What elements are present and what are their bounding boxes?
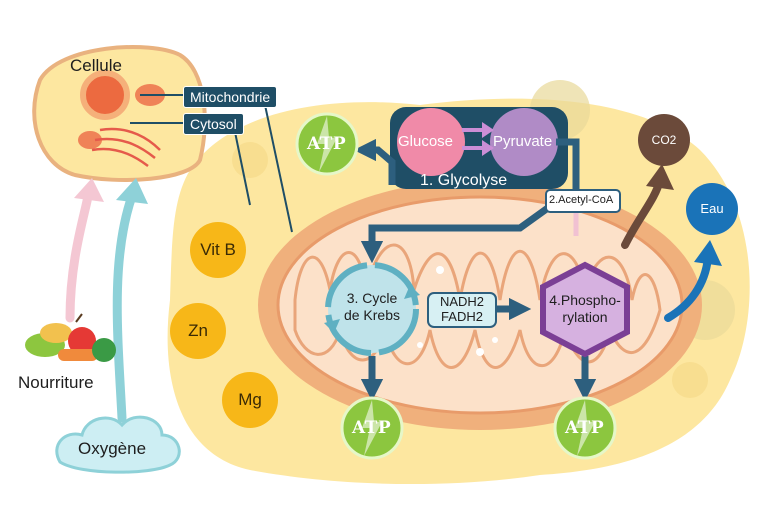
oxygen-arrow — [112, 191, 137, 423]
co2-label: CO2 — [651, 133, 677, 147]
matrix-granule — [417, 342, 423, 348]
cell-title: Cellule — [70, 56, 122, 75]
nucleus — [80, 70, 130, 120]
krebs-label-line2: de Krebs — [343, 307, 401, 323]
krebs-ring-arrowhead — [324, 319, 340, 333]
eau-circle — [686, 183, 738, 235]
cytosol-leader — [234, 131, 251, 206]
atp-badge — [340, 396, 404, 460]
nadh2-label: NADH2 — [439, 294, 485, 309]
mineral-mg: Mg — [222, 372, 278, 428]
phospho-label-line1: 4.Phospho- — [549, 292, 621, 308]
er-membrane — [91, 127, 161, 168]
food-arrow — [65, 187, 93, 323]
krebs-label-line1: 3. Cycle — [346, 290, 398, 306]
eau-label: Eau — [700, 201, 724, 216]
mitochondrie-leader — [264, 104, 293, 233]
glycolysis-arrow — [462, 122, 494, 138]
acetyl-coa-box — [545, 189, 621, 213]
mineral-zn: Zn — [170, 303, 226, 359]
oxygen-label: Oxygène — [78, 439, 147, 458]
mitochondrion-small — [78, 131, 102, 149]
vesicle — [232, 142, 268, 178]
oxygen-cloud — [55, 415, 181, 474]
food-icon — [25, 313, 116, 362]
krebs-ring-arrowhead — [404, 285, 420, 299]
pyruvate-label: Pyruvate — [493, 133, 553, 150]
vesicle — [672, 362, 708, 398]
atp-label-krebs: ATP — [352, 418, 392, 438]
acetyl-to-krebs-arrow — [360, 202, 555, 264]
glucose-circle — [397, 108, 465, 176]
phosphorylation-hexagon — [540, 261, 630, 358]
mineral-vit-b: Vit B — [190, 222, 246, 278]
glycolysis-arrow — [462, 140, 494, 156]
glycolysis-label: 1. Glycolyse — [420, 172, 508, 189]
matrix-granule — [436, 266, 444, 274]
glycolysis-to-atp-arrow — [353, 138, 396, 185]
food-label: Nourriture — [18, 373, 94, 392]
co2-circle — [638, 114, 690, 166]
atp-badge — [295, 112, 359, 176]
mitochondrie-tag: Mitochondrie — [183, 86, 278, 108]
atp-label-glycolysis: ATP — [307, 134, 347, 154]
co2-arrowhead — [646, 164, 674, 190]
carriers-box — [427, 292, 497, 328]
atp-badge — [553, 396, 617, 460]
pyruvate-circle — [490, 108, 558, 176]
krebs-cycle-ring — [325, 262, 419, 356]
cristae — [293, 243, 662, 369]
oxygen-arrow-head — [116, 178, 148, 204]
eau-arrowhead — [694, 240, 722, 266]
phospho-to-eau-arrow — [664, 254, 712, 322]
food-arrow-head — [74, 178, 104, 202]
cytosol-tag: Cytosol — [183, 113, 244, 135]
matrix-granule — [476, 348, 484, 356]
matrix-granule — [492, 337, 498, 343]
pyruvate-to-acetyl-arrow — [556, 138, 580, 196]
phospho-label-line2: rylation — [562, 309, 608, 325]
glucose-label: Glucose — [398, 133, 454, 150]
fadh2-label: FADH2 — [441, 309, 483, 324]
atp-label-phospho: ATP — [565, 418, 605, 438]
acetyl-coa-label: 2.Acetyl-CoA — [549, 194, 614, 206]
